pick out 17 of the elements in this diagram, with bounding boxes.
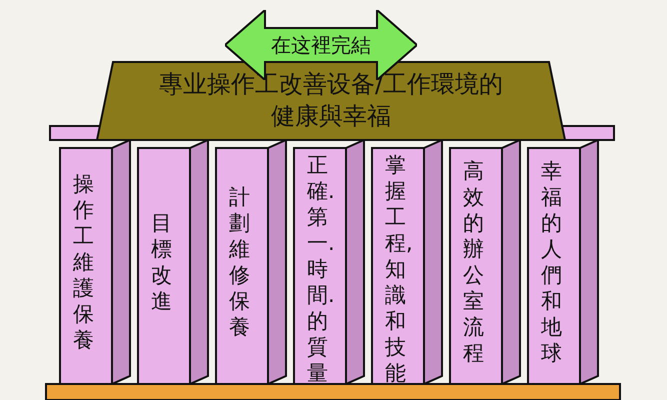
pillar bbox=[58, 140, 132, 386]
pillar bbox=[448, 140, 522, 386]
label-text: 高效的辦公室流程 bbox=[463, 158, 485, 366]
label-text: 正確.第一.時間.的質量 bbox=[307, 152, 332, 386]
label-text: 操作工維護保養 bbox=[73, 171, 95, 353]
base-bar bbox=[44, 382, 622, 400]
roof-trapezoid bbox=[95, 60, 567, 142]
label-text: 計劃維修保養 bbox=[229, 184, 251, 340]
label-text: 目標改進 bbox=[151, 210, 173, 314]
pillar bbox=[214, 140, 288, 386]
label-text: 幸福的人們和地球 bbox=[541, 158, 563, 366]
label-text: 在这裡完結 bbox=[270, 32, 372, 59]
pillar bbox=[370, 140, 444, 386]
label-text: 掌握工程,知識和技能 bbox=[385, 152, 410, 386]
pillar bbox=[292, 140, 366, 386]
pillar bbox=[136, 140, 210, 386]
pillar bbox=[526, 140, 600, 386]
